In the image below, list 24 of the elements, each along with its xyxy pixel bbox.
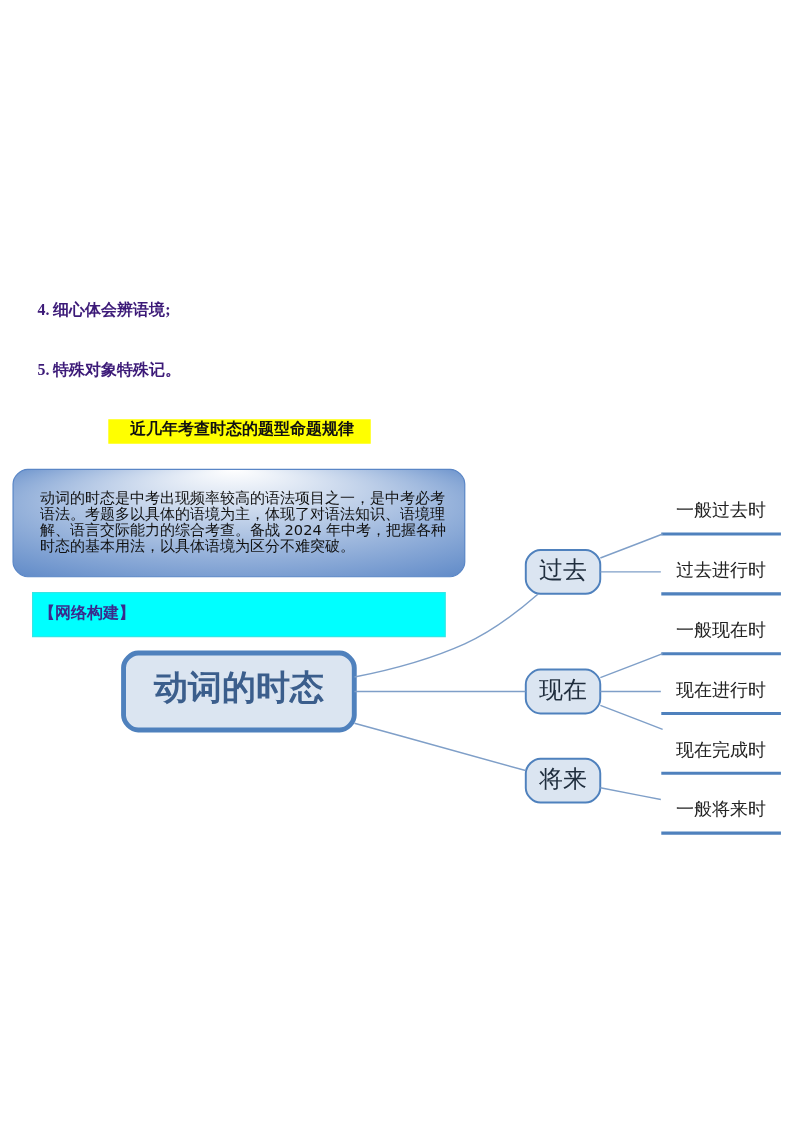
label: 5. 特殊对象特殊记。 [37, 360, 182, 378]
node-box: 【网络构建】 [32, 592, 446, 638]
connector [353, 722, 527, 772]
node-text: 一般现在时 [676, 618, 767, 640]
connector [353, 690, 527, 693]
connector [599, 787, 662, 801]
node-box: 动词的时态 [121, 650, 357, 733]
connector [599, 704, 664, 731]
connector [599, 652, 664, 679]
node-box: 动词的时态是中考出现频率较高的语法项目之一，是中考必考语法。考题多以具体的语境为主，体现了对语法知识、语境理解、语言交际能力的综合考查。备战 2024 年中考，把握各种时态的基本用法，以具体语境为区分不难突破。 [12, 468, 466, 578]
connector [599, 571, 662, 573]
label: 近几年考查时态的题型命题规律 [130, 420, 355, 438]
node-text: 过去进行时 [676, 559, 767, 581]
node-box: 现在 [524, 668, 602, 715]
node-text: 一般过去时 [676, 499, 767, 521]
connector [599, 690, 662, 693]
node-text: 现在完成时 [676, 738, 767, 760]
connector [599, 533, 664, 559]
node-box: 将来 [524, 757, 602, 804]
node-text: 现在进行时 [676, 678, 767, 700]
node-text: 一般将来时 [676, 798, 767, 820]
label: 4. 细心体会辨语境; [37, 300, 171, 318]
connector [353, 593, 539, 678]
node-box: 过去 [524, 548, 602, 595]
